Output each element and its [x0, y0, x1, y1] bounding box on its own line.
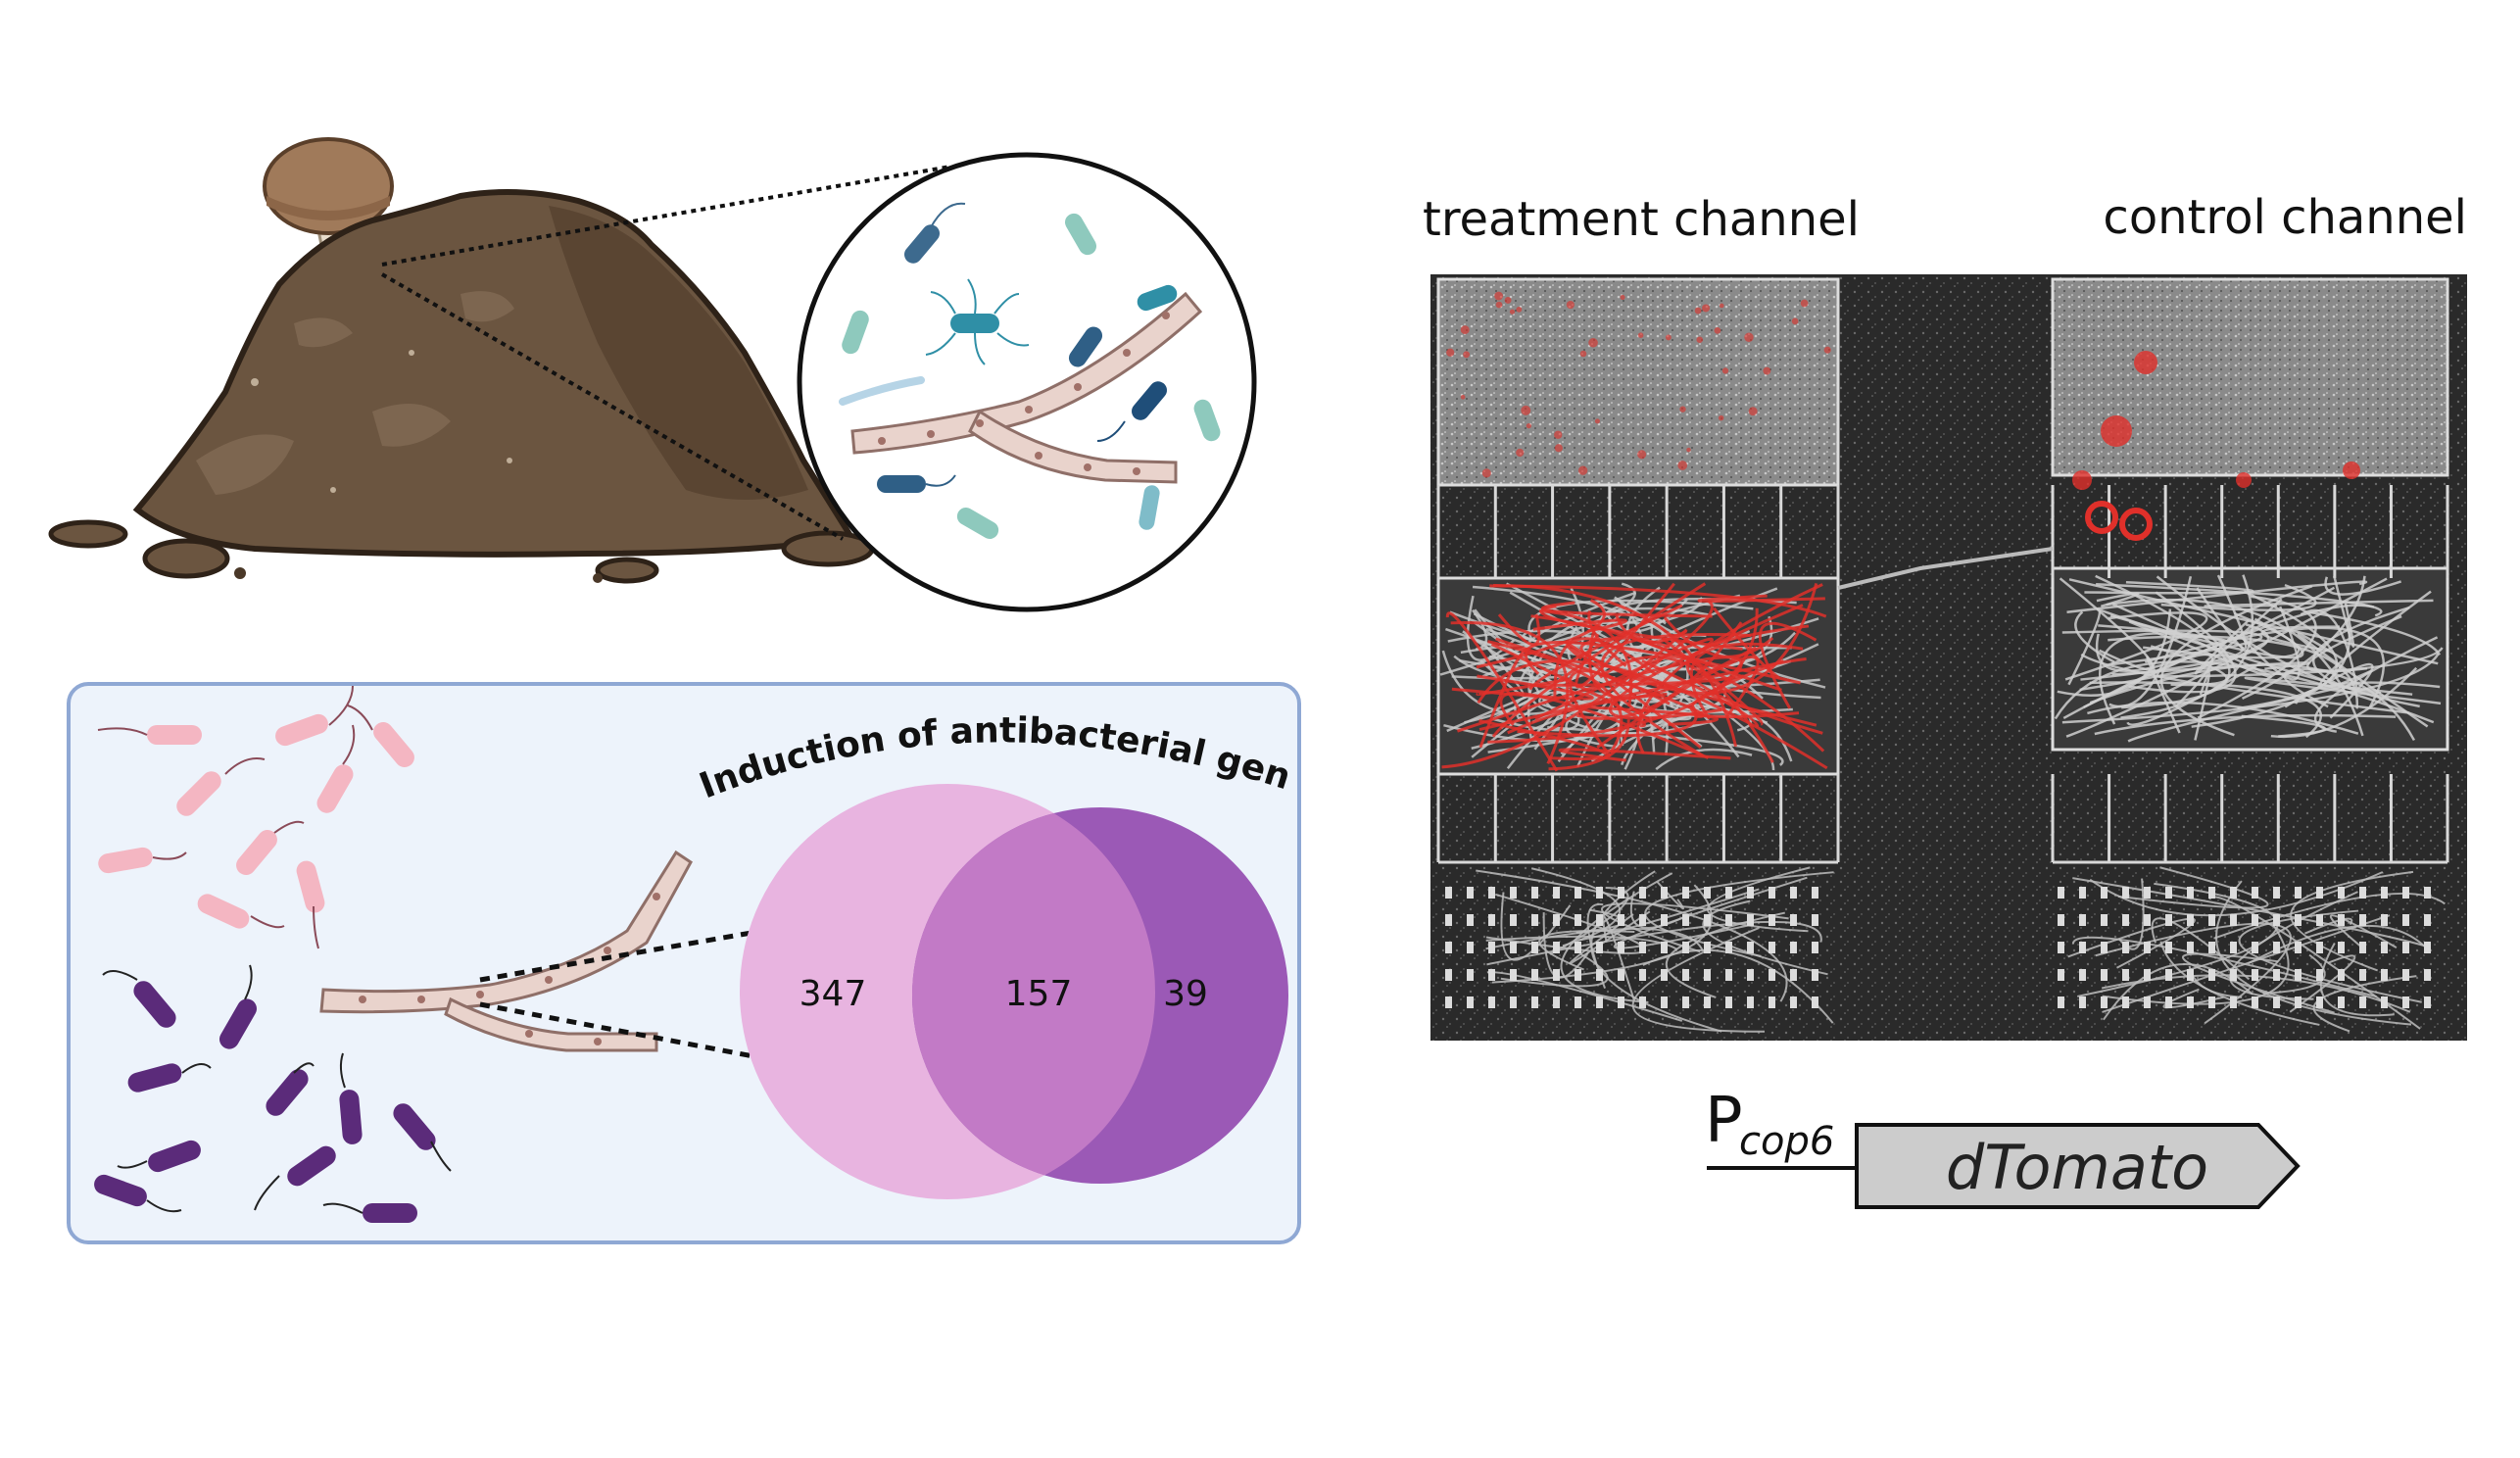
- treatment-channel-label: treatment channel: [1423, 192, 1860, 247]
- dtomato-gene-arrow: [1855, 1123, 2301, 1209]
- control-channel-label: control channel: [2103, 190, 2467, 245]
- dtomato-fluorescence: [1446, 291, 2360, 541]
- magnifier-circle-icon: [797, 152, 1257, 612]
- soil-scene: [48, 137, 951, 584]
- panel-hyphae-icon: [319, 850, 693, 1052]
- venn-count-a-only: 347: [800, 974, 867, 1014]
- microbe-zoom: [797, 152, 1257, 612]
- venn-overlap: [912, 812, 1155, 1176]
- panel-zoom-line-bottom: [479, 1001, 775, 1063]
- venn-count-b-only: 39: [1163, 974, 1208, 1014]
- zoom-line-top: [381, 165, 951, 267]
- promoter-construct: P cop6 dTomato: [1705, 1085, 2301, 1209]
- microscopy-image: [1430, 274, 2467, 1041]
- hyphae-icon: [850, 291, 1203, 484]
- microchannel-columns: [1436, 485, 2449, 864]
- venn-count-overlap: 157: [1005, 974, 1073, 1014]
- zoom-line-bottom: [381, 272, 844, 541]
- microscopy-panel: treatment channel control channel: [1423, 190, 2467, 1041]
- bottom-pillar-array: [1445, 887, 2431, 1008]
- pink-bacteria-group: [97, 685, 414, 949]
- bacteria-icon: [839, 202, 1221, 539]
- purple-bacteria-group: [94, 964, 452, 1223]
- panel-zoom-line-top: [479, 926, 775, 983]
- promoter-letter: P: [1705, 1085, 1743, 1157]
- promoter-subscript: cop6: [1739, 1119, 1834, 1164]
- soil-mound-icon: [48, 189, 875, 584]
- gene-label: dTomato: [1946, 1132, 2208, 1203]
